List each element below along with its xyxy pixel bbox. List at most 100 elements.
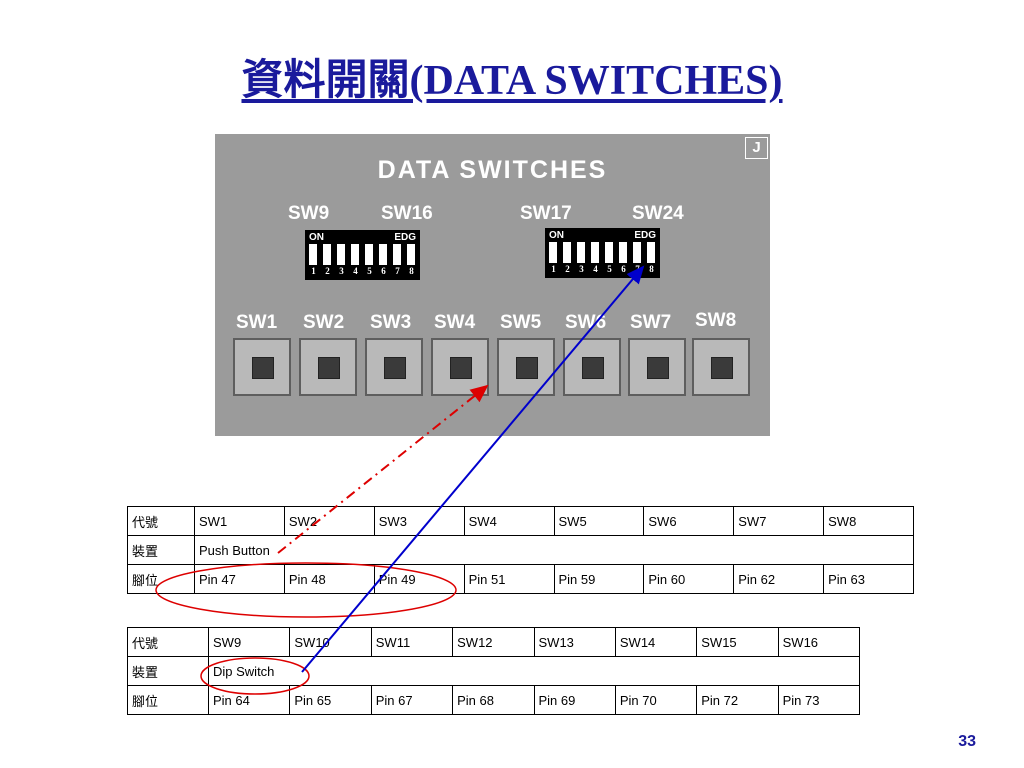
push-button-cap xyxy=(647,357,669,379)
push-button-label: SW7 xyxy=(630,312,672,333)
push-button-sw7[interactable] xyxy=(628,338,686,396)
slide-title: 資料開關(DATA SWITCHES) xyxy=(241,58,783,104)
table-row: 代號 SW1 SW2 SW3 SW4 SW5 SW6 SW7 SW8 xyxy=(127,506,914,536)
table-cell: SW16 xyxy=(777,627,861,657)
table-row: 裝置 Push Button xyxy=(127,535,914,565)
dip-group-label: SW9 xyxy=(288,203,330,224)
dip-lever[interactable] xyxy=(619,242,627,263)
table-cell: 腳位 xyxy=(127,685,209,715)
push-button-sw6[interactable] xyxy=(563,338,621,396)
push-button-sw4[interactable] xyxy=(431,338,489,396)
push-button-cap xyxy=(582,357,604,379)
dip-number: 8 xyxy=(649,264,654,274)
table-cell: SW5 xyxy=(553,506,645,536)
push-button-label: SW5 xyxy=(500,312,542,333)
dip-number: 3 xyxy=(579,264,584,274)
dip-lever[interactable] xyxy=(351,244,359,265)
table-cell: SW8 xyxy=(823,506,914,536)
table-cell: Pin 51 xyxy=(463,564,555,594)
dip-number: 6 xyxy=(381,266,386,276)
table-cell: Pin 47 xyxy=(194,564,285,594)
dip-lever[interactable] xyxy=(577,242,585,263)
table-cell: SW11 xyxy=(370,627,454,657)
table-cell: Push Button xyxy=(194,535,914,565)
push-button-label: SW6 xyxy=(565,312,607,333)
dip-lever[interactable] xyxy=(647,242,655,263)
table-cell: SW9 xyxy=(207,627,291,657)
dip-number: 4 xyxy=(353,266,358,276)
table-cell: SW1 xyxy=(194,506,285,536)
dip-lever[interactable] xyxy=(323,244,331,265)
board-title: DATA SWITCHES xyxy=(377,156,608,184)
dip-edg-label: EDG xyxy=(634,230,656,241)
push-button-label: SW4 xyxy=(434,312,476,333)
push-button-label: SW8 xyxy=(695,310,737,331)
table-cell: 裝置 xyxy=(127,656,209,686)
table-cell: Pin 68 xyxy=(452,685,535,715)
table-cell: SW14 xyxy=(614,627,698,657)
table-row: 腳位 Pin 47 Pin 48 Pin 49 Pin 51 Pin 59 Pi… xyxy=(127,564,914,594)
table-cell: SW12 xyxy=(452,627,535,657)
dip-lever[interactable] xyxy=(393,244,401,265)
dip-switch-sw17-24[interactable]: ON EDG 1 2 3 4 5 6 7 8 xyxy=(545,228,660,278)
table-cell: SW13 xyxy=(533,627,616,657)
table-cell: SW10 xyxy=(289,627,372,657)
dip-lever[interactable] xyxy=(549,242,557,263)
dip-lever[interactable] xyxy=(591,242,599,263)
table-cell: SW3 xyxy=(373,506,465,536)
dip-lever[interactable] xyxy=(407,244,415,265)
table-cell: Pin 64 xyxy=(207,685,291,715)
push-button-sw1[interactable] xyxy=(233,338,291,396)
push-button-sw5[interactable] xyxy=(497,338,555,396)
dip-switch-sw9-16[interactable]: ON EDG 1 2 3 4 5 6 7 8 xyxy=(305,230,420,280)
push-button-label: SW3 xyxy=(370,312,412,333)
table-row: 裝置 Dip Switch xyxy=(127,656,860,686)
table-cell: 代號 xyxy=(127,627,209,657)
dip-group-label: SW24 xyxy=(632,203,684,224)
dip-number: 2 xyxy=(565,264,570,274)
dip-lever[interactable] xyxy=(605,242,613,263)
dip-number: 4 xyxy=(593,264,598,274)
push-button-sw8[interactable] xyxy=(692,338,750,396)
dip-on-label: ON xyxy=(549,230,564,241)
dip-lever[interactable] xyxy=(337,244,345,265)
push-button-cap xyxy=(252,357,274,379)
push-button-sw2[interactable] xyxy=(299,338,357,396)
push-button-cap xyxy=(318,357,340,379)
table-cell: 代號 xyxy=(127,506,195,536)
table-cell: Pin 70 xyxy=(614,685,698,715)
data-switch-board: J DATA SWITCHES SW9 SW16 SW17 SW24 ON ED… xyxy=(215,134,770,436)
table-cell: Pin 63 xyxy=(823,564,914,594)
push-button-cap xyxy=(450,357,472,379)
dip-lever[interactable] xyxy=(379,244,387,265)
push-button-cap xyxy=(516,357,538,379)
dip-number: 8 xyxy=(409,266,414,276)
table-cell: SW6 xyxy=(643,506,735,536)
page-number: 33 xyxy=(958,733,976,750)
push-button-cap xyxy=(711,357,733,379)
dip-lever[interactable] xyxy=(365,244,373,265)
table-cell: SW7 xyxy=(733,506,825,536)
dip-number: 7 xyxy=(395,266,400,276)
push-button-label: SW1 xyxy=(236,312,278,333)
table-cell: Pin 69 xyxy=(533,685,616,715)
table-cell: Pin 59 xyxy=(553,564,645,594)
push-button-sw3[interactable] xyxy=(365,338,423,396)
dip-group-label: SW17 xyxy=(520,203,572,224)
dip-switch-table: 代號 SW9 SW10 SW11 SW12 SW13 SW14 SW15 SW1… xyxy=(127,627,861,715)
table-cell: Pin 73 xyxy=(777,685,861,715)
dip-lever[interactable] xyxy=(309,244,317,265)
table-cell: Pin 62 xyxy=(733,564,825,594)
push-button-table: 代號 SW1 SW2 SW3 SW4 SW5 SW6 SW7 SW8 裝置 Pu… xyxy=(127,506,914,594)
dip-number: 6 xyxy=(621,264,626,274)
dip-number: 3 xyxy=(339,266,344,276)
dip-group-label: SW16 xyxy=(381,203,433,224)
table-cell: Pin 72 xyxy=(696,685,779,715)
dip-on-label: ON xyxy=(309,232,324,243)
table-row: 腳位 Pin 64 Pin 65 Pin 67 Pin 68 Pin 69 Pi… xyxy=(127,685,861,715)
dip-lever[interactable] xyxy=(563,242,571,263)
push-button-cap xyxy=(384,357,406,379)
dip-lever[interactable] xyxy=(633,242,641,263)
table-cell: SW2 xyxy=(283,506,375,536)
table-cell: Pin 49 xyxy=(373,564,465,594)
